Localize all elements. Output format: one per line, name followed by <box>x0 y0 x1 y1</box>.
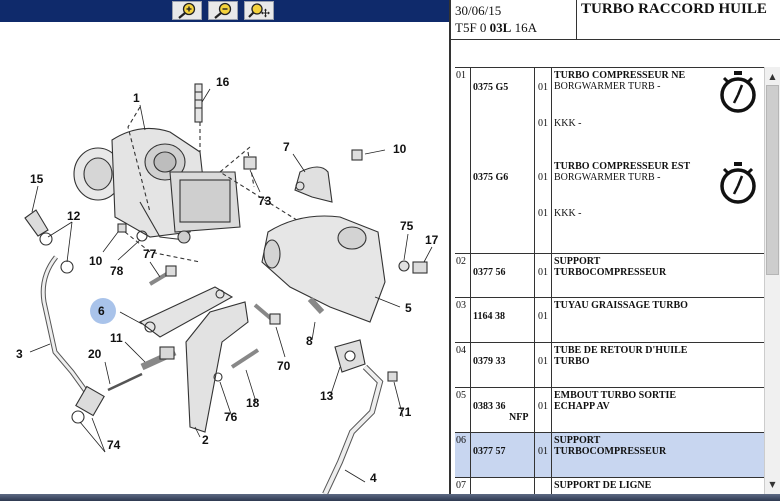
callout-4[interactable]: 4 <box>370 471 377 485</box>
callout-74[interactable]: 74 <box>107 438 121 452</box>
callout-76[interactable]: 76 <box>224 410 238 424</box>
diagram-pane: 16 1 7 10 15 12 73 10 78 77 75 17 6 5 11… <box>0 0 449 494</box>
callout-73[interactable]: 73 <box>258 194 272 208</box>
table-row[interactable]: 03 1164 38 01 TUYAU GRAISSAGE TURBO <box>455 298 765 343</box>
stopwatch-icon[interactable] <box>718 161 758 205</box>
callout-16[interactable]: 16 <box>216 75 230 89</box>
parts-pane: 30/06/15 T5F 0 03L 16A TURBO RACCORD HUI… <box>449 0 780 494</box>
callout-12[interactable]: 12 <box>67 209 81 223</box>
callout-17[interactable]: 17 <box>425 233 439 247</box>
scroll-up-arrow-icon[interactable]: ▲ <box>769 72 776 81</box>
parts-scrollbar[interactable]: ▲ ▼ <box>764 67 780 494</box>
zoom-move-button[interactable] <box>244 1 274 20</box>
scroll-down-arrow-icon[interactable]: ▼ <box>769 480 776 489</box>
callout-1[interactable]: 1 <box>133 91 140 105</box>
callout-11[interactable]: 11 <box>110 331 123 345</box>
turbocharger-part <box>73 127 241 244</box>
callout-10[interactable]: 10 <box>393 142 407 156</box>
exploded-parts-diagram: 16 1 7 10 15 12 73 10 78 77 75 17 6 5 11… <box>16 75 439 494</box>
stopwatch-icon[interactable] <box>718 70 758 114</box>
table-row[interactable]: 05 0383 36 NFP 01 EMBOUT TURBO SORTIE EC… <box>455 388 765 433</box>
magnifier-plus-icon <box>178 2 196 19</box>
callout-3[interactable]: 3 <box>16 347 23 361</box>
zoom-out-button[interactable] <box>208 1 238 20</box>
callout-71[interactable]: 71 <box>398 405 412 419</box>
table-row[interactable]: 04 0379 33 01 TUBE DE RETOUR D'HUILE TUR… <box>455 343 765 388</box>
callout-8[interactable]: 8 <box>306 334 313 348</box>
header-info: 30/06/15 T5F 0 03L 16A <box>451 0 577 40</box>
page-title: TURBO RACCORD HUILE <box>577 0 780 40</box>
table-row[interactable]: 07 SUPPORT DE LIGNE <box>455 478 765 494</box>
toolbar <box>0 0 449 22</box>
window-bottom-border <box>0 494 780 501</box>
table-row-selected[interactable]: 06 0377 57 01 SUPPORT TURBOCOMPRESSEUR <box>455 433 765 478</box>
callout-75[interactable]: 75 <box>400 219 414 233</box>
scroll-thumb[interactable] <box>766 85 779 275</box>
callout-78[interactable]: 78 <box>110 264 124 278</box>
callout-70[interactable]: 70 <box>277 359 291 373</box>
callout-20[interactable]: 20 <box>88 347 102 361</box>
zoom-in-button[interactable] <box>172 1 202 20</box>
row-number: 01 <box>455 68 471 253</box>
callout-15[interactable]: 15 <box>30 172 44 186</box>
callout-6[interactable]: 6 <box>98 304 105 318</box>
header-date: 30/06/15 <box>455 3 502 18</box>
parts-table: 01 0375 G5 0375 G6 01 01 01 01 TURBO COM… <box>455 67 765 494</box>
callout-5[interactable]: 5 <box>405 301 412 315</box>
callout-18[interactable]: 18 <box>246 396 260 410</box>
magnifier-minus-icon <box>214 2 232 19</box>
highlight-marker <box>90 298 116 324</box>
callout-77[interactable]: 77 <box>143 247 157 261</box>
header-code: T5F 0 03L 16A <box>455 20 537 35</box>
callout-2[interactable]: 2 <box>202 433 209 447</box>
table-row[interactable]: 01 0375 G5 0375 G6 01 01 01 01 TURBO COM… <box>455 68 765 254</box>
magnifier-move-icon <box>248 3 270 18</box>
description: TURBO COMPRESSEUR NE BORGWARMER TURB - K… <box>552 68 765 253</box>
callout-13[interactable]: 13 <box>320 389 334 403</box>
part-reference: 0375 G5 0375 G6 <box>471 68 535 253</box>
callout-10[interactable]: 10 <box>89 254 103 268</box>
table-row[interactable]: 02 0377 56 01 SUPPORT TURBOCOMPRESSEUR <box>455 254 765 298</box>
callout-7[interactable]: 7 <box>283 140 290 154</box>
quantity: 01 01 01 01 <box>535 68 552 253</box>
